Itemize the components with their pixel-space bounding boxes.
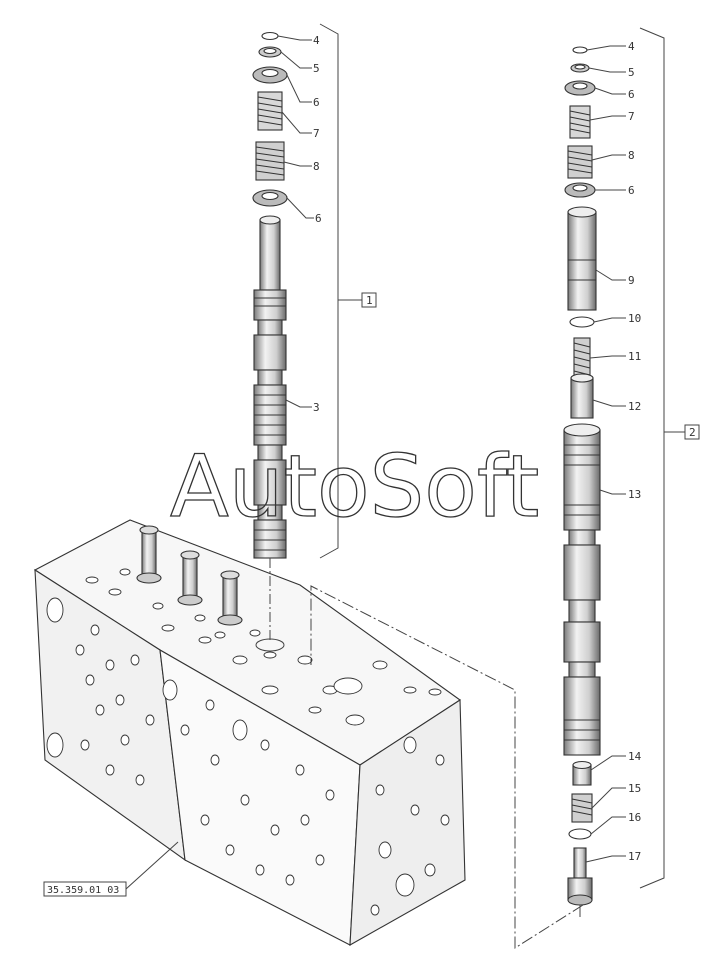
left-spool-3 xyxy=(253,215,287,559)
callout-r14: 14 xyxy=(628,750,642,763)
left-o-ring-4 xyxy=(261,31,279,41)
side-holes-end xyxy=(370,736,450,916)
reference-box-valve-body: 35.359.01 03 xyxy=(43,881,127,897)
right-callout-labels: 4 5 6 7 8 6 9 10 11 12 13 14 15 16 17 xyxy=(628,40,642,863)
callout-r15: 15 xyxy=(628,782,641,795)
right-plunger-17 xyxy=(567,847,593,906)
valve-body-block xyxy=(33,519,466,946)
right-o-ring-10 xyxy=(569,316,595,328)
right-spring-7 xyxy=(569,105,591,139)
valve-body-leader xyxy=(125,841,179,890)
bracket-group-2 xyxy=(639,27,685,889)
right-o-ring-4 xyxy=(572,46,588,54)
callout-l6a: 6 xyxy=(313,96,320,109)
left-spool-assembly xyxy=(252,31,288,652)
callout-r13: 13 xyxy=(628,488,641,501)
reference-box-1: 1 xyxy=(361,292,377,308)
right-spring-8 xyxy=(567,145,593,179)
callout-r5: 5 xyxy=(628,66,635,79)
top-ports xyxy=(136,525,243,626)
callout-l4: 4 xyxy=(313,34,320,47)
right-spring-15 xyxy=(571,793,593,823)
side-holes-left xyxy=(46,597,155,786)
callout-r7: 7 xyxy=(628,110,635,123)
callout-r6a: 6 xyxy=(628,88,635,101)
reference-2-label: 2 xyxy=(689,426,696,439)
callout-r9: 9 xyxy=(628,274,635,287)
callout-r4: 4 xyxy=(628,40,635,53)
left-spring-8 xyxy=(255,141,285,181)
callout-r16: 16 xyxy=(628,811,641,824)
right-spool-assembly xyxy=(563,46,601,906)
callout-l5: 5 xyxy=(313,62,320,75)
top-holes xyxy=(85,568,442,726)
watermark-text: AutoSoft xyxy=(170,437,539,537)
side-holes-front xyxy=(162,679,335,886)
callout-leaders xyxy=(277,35,626,863)
right-spool-13 xyxy=(563,423,601,756)
callout-l8: 8 xyxy=(313,160,320,173)
right-plug-14 xyxy=(572,760,592,786)
reference-1-label: 1 xyxy=(366,294,373,307)
right-piston-12 xyxy=(570,373,594,419)
reference-box-2: 2 xyxy=(684,424,700,440)
bracket-group-1 xyxy=(319,23,362,559)
left-callout-labels: 4 5 6 7 8 6 3 xyxy=(313,34,322,414)
callout-l3: 3 xyxy=(313,401,320,414)
callout-l7: 7 xyxy=(313,127,320,140)
callout-r10: 10 xyxy=(628,312,641,325)
callout-r6b: 6 xyxy=(628,184,635,197)
callout-r12: 12 xyxy=(628,400,641,413)
callout-l6b: 6 xyxy=(315,212,322,225)
left-spring-7 xyxy=(257,91,283,131)
valve-body-reference-label: 35.359.01 03 xyxy=(47,885,119,896)
right-washer-16 xyxy=(568,828,592,840)
callout-r11: 11 xyxy=(628,350,641,363)
callout-r8: 8 xyxy=(628,149,635,162)
callout-r17: 17 xyxy=(628,850,641,863)
right-sleeve-9 xyxy=(567,206,597,311)
